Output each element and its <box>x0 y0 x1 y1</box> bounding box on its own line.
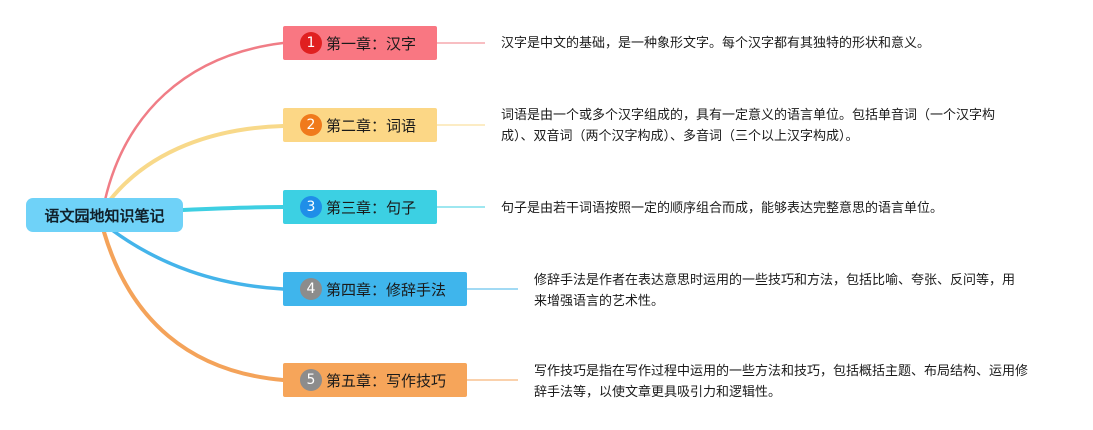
root-topic[interactable]: 语文园地知识笔记 <box>26 198 183 232</box>
number-badge-3: 3 <box>300 196 322 218</box>
chapter-4-topic[interactable]: 4 第四章：修辞手法 <box>283 272 467 306</box>
chapter-5-description: 写作技巧是指在写作过程中运用的一些方法和技巧，包括概括主题、布局结构、运用修辞手… <box>534 364 1029 400</box>
chapter-5-label: 第五章：写作技巧 <box>326 371 447 390</box>
number-badge-1: 1 <box>300 32 322 54</box>
chapter-3-label: 第三章：句子 <box>326 198 417 217</box>
chapter-1-topic[interactable]: 1 第一章：汉字 <box>283 26 437 60</box>
chapter-4-description: 修辞手法是作者在表达意思时运用的一些技巧和方法，包括比喻、夸张、反问等，用来增强… <box>534 273 1016 309</box>
branch-line-1 <box>103 41 285 202</box>
branch-line-5 <box>102 230 285 382</box>
branch-line-4 <box>110 228 285 291</box>
chapter-3-description: 句子是由若干词语按照一定的顺序组合而成，能够表达完整意思的语言单位。 <box>501 201 944 216</box>
number-badge-2: 2 <box>300 114 322 136</box>
chapter-2-topic[interactable]: 2 第二章：词语 <box>283 108 437 142</box>
chapter-4-label: 第四章：修辞手法 <box>326 280 447 299</box>
number-badge-5: 5 <box>300 369 322 391</box>
chapter-2-description: 词语是由一个或多个汉字组成的，具有一定意义的语言单位。包括单音词（一个汉字构成）… <box>501 108 996 144</box>
chapter-3-topic[interactable]: 3 第三章：句子 <box>283 190 437 224</box>
chapter-1-label: 第一章：汉字 <box>326 34 417 53</box>
chapter-5-topic[interactable]: 5 第五章：写作技巧 <box>283 363 467 397</box>
branch-line-3 <box>181 205 285 212</box>
branch-line-2 <box>108 124 285 202</box>
chapter-1-description: 汉字是中文的基础，是一种象形文字。每个汉字都有其独特的形状和意义。 <box>501 36 931 51</box>
chapter-2-label: 第二章：词语 <box>326 116 417 135</box>
number-badge-4: 4 <box>300 278 322 300</box>
